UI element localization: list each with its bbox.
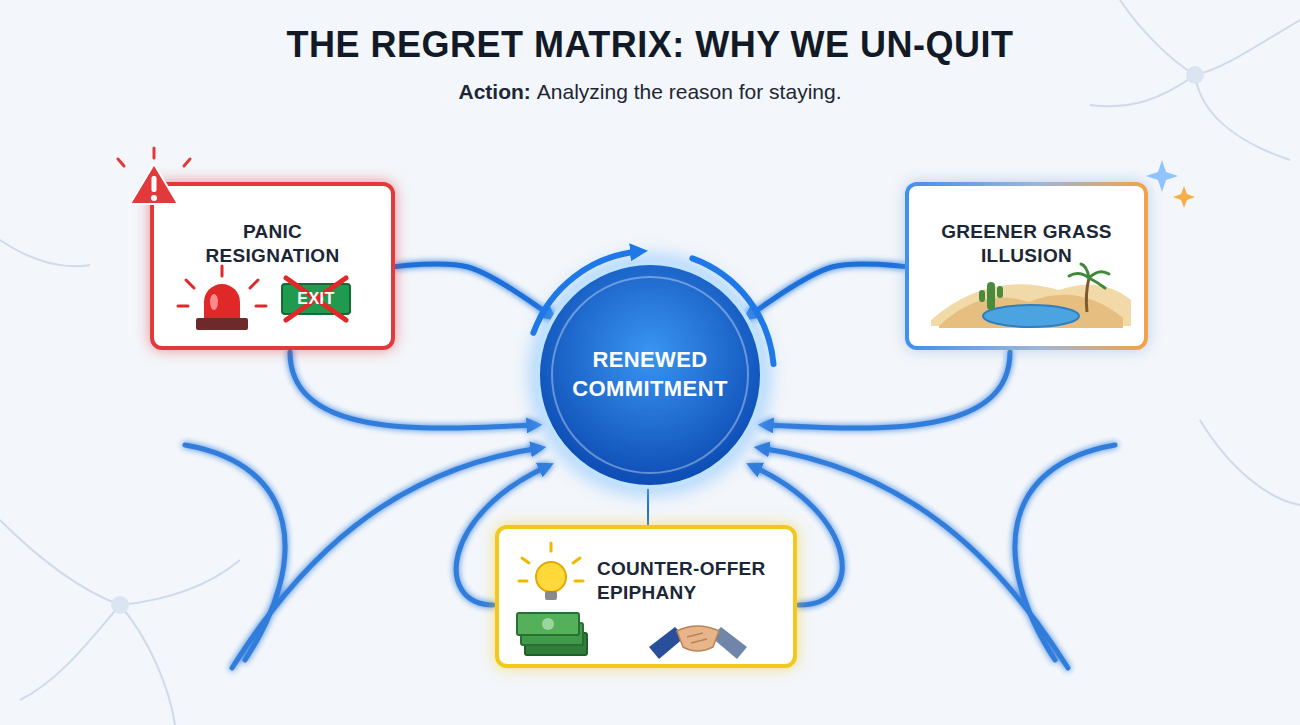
sparkle <box>1173 186 1195 208</box>
neuron-dot <box>111 596 129 614</box>
circle-fill <box>538 263 762 487</box>
neuron-line <box>1090 0 1300 160</box>
flow-curve <box>290 352 536 428</box>
box-title: COUNTER-OFFER EPIPHANY <box>597 557 785 605</box>
art-path <box>939 295 1123 328</box>
art-circle <box>151 195 157 201</box>
art-line <box>256 305 266 308</box>
art-ellipse <box>983 305 1079 327</box>
category-box: COUNTER-OFFER EPIPHANY <box>495 525 797 668</box>
art-rect <box>987 282 995 310</box>
neuron-dot <box>1186 66 1204 84</box>
art-line <box>250 280 258 288</box>
flow-arrow <box>748 264 905 317</box>
art-line <box>184 159 190 166</box>
flow-curve <box>232 448 540 668</box>
warning-icon <box>118 148 190 204</box>
art-path <box>1069 264 1109 288</box>
art-g <box>979 282 1003 310</box>
handshake-icon <box>649 626 747 659</box>
art-line <box>522 558 529 563</box>
category-box: GREENER GRASS ILLUSION <box>905 182 1148 350</box>
node-illustration <box>154 186 399 354</box>
subtitle-text: Analyzing the reason for staying. <box>537 80 842 103</box>
subtitle-key: Action: <box>458 80 530 103</box>
art-rect <box>152 176 157 192</box>
art-circle <box>542 618 554 630</box>
art-rect <box>517 613 579 635</box>
art-line <box>575 580 583 583</box>
art-rect <box>979 290 985 302</box>
art-path <box>533 252 639 333</box>
art-line <box>178 305 188 308</box>
art-path <box>687 633 707 643</box>
money-icon <box>517 613 587 655</box>
sparkles <box>1146 160 1195 208</box>
hub-circle: RENEWED COMMITMENT <box>532 257 768 493</box>
art-rect <box>196 318 248 330</box>
flow-curve <box>1015 445 1115 660</box>
oasis-icon <box>931 264 1131 328</box>
category-box: PANIC RESIGNATION EXIT <box>150 182 395 350</box>
art-line <box>573 558 580 563</box>
node-illustration <box>909 186 1152 354</box>
art-circle <box>536 562 566 592</box>
flow-curve <box>185 445 285 660</box>
art-line <box>186 280 194 288</box>
neuron-line <box>0 520 240 725</box>
art-path <box>204 284 240 320</box>
circle-text-wrap: RENEWED COMMITMENT <box>532 257 768 493</box>
art-ellipse <box>210 294 218 310</box>
flow-curve <box>764 352 1010 428</box>
flow-arrow <box>395 264 552 317</box>
box-title: GREENER GRASS ILLUSION <box>931 220 1122 268</box>
art-rect <box>282 284 350 314</box>
art-line <box>153 148 156 158</box>
inner-ring <box>552 277 748 473</box>
sparkle <box>1146 160 1178 192</box>
art-path <box>677 626 719 651</box>
bulb-icon <box>519 543 583 600</box>
circle-glow <box>528 253 772 497</box>
art-line <box>550 543 553 551</box>
art-line <box>519 580 527 583</box>
edge-group <box>395 264 905 525</box>
art-rect <box>545 591 557 600</box>
node-illustration <box>532 257 768 493</box>
art-line <box>118 159 124 166</box>
art-rect <box>997 286 1003 298</box>
flow-curve <box>760 448 1068 668</box>
exit-sign <box>282 278 350 320</box>
diagram-title: THE REGRET MATRIX: WHY WE UN-QUIT <box>0 24 1300 66</box>
art-path <box>1086 278 1089 312</box>
hub-label: RENEWED COMMITMENT <box>555 346 745 403</box>
box-title: PANIC RESIGNATION <box>176 220 369 268</box>
art-line <box>221 266 224 276</box>
cycle-arrow <box>533 252 773 365</box>
subtitle-line: Action: Analyzing the reason for staying. <box>0 80 1300 104</box>
art-path <box>130 164 178 204</box>
exit-sign-text: EXIT <box>282 284 350 314</box>
siren-icon <box>178 266 266 330</box>
